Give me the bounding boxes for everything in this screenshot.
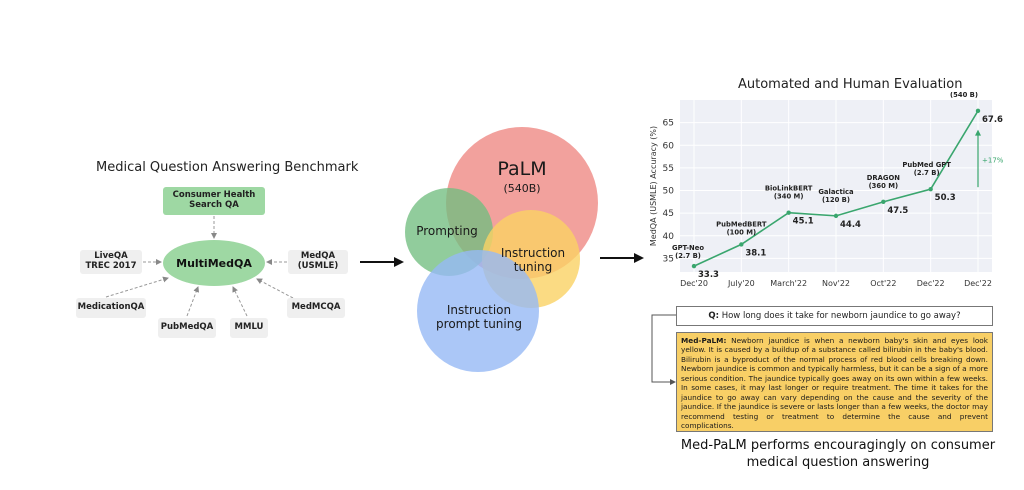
y-tick-label: 65	[663, 119, 674, 129]
answer-text: Newborn jaundice is when a newborn baby'…	[681, 336, 988, 431]
model-name-label: PubMedBERT	[716, 220, 767, 228]
model-name-label: GPT-Neo	[672, 244, 704, 252]
x-tick-label: March'22	[770, 279, 807, 288]
y-tick-label: 60	[663, 141, 675, 151]
benchmark-connectors	[105, 216, 294, 317]
mmlu-box: MMLU	[230, 318, 268, 338]
x-tick-label: Nov'22	[822, 279, 850, 288]
connector-medmcqa	[256, 278, 294, 299]
data-point	[928, 186, 933, 192]
model-name-label: Galactica	[818, 188, 854, 196]
model-size-label: (2.7 B)	[914, 169, 940, 177]
model-size-label: (540 B)	[950, 92, 978, 99]
model-size-label: (2.7 B)	[675, 252, 701, 260]
data-point	[786, 210, 791, 215]
instruction-tuning-label: Instruction tuning	[500, 246, 566, 275]
x-tick-label: Dec'20	[680, 279, 708, 288]
x-tick-label: July'20	[727, 279, 755, 288]
model-size-label: (340 M)	[774, 193, 804, 201]
data-value-label: 50.3	[935, 193, 956, 203]
y-tick-label: 50	[663, 187, 675, 197]
model-name-label: PubMed GPT	[902, 161, 951, 169]
data-value-label: 33.3	[698, 270, 719, 280]
question-flow-arrow	[651, 314, 676, 385]
y-tick-label: 45	[663, 209, 674, 219]
prompt-tuning-label: Instruction prompt tuning	[436, 303, 522, 332]
answer-label: Med-PaLM:	[681, 336, 727, 345]
pubmedqa-box: PubMedQA	[158, 318, 216, 338]
data-value-label: 47.5	[887, 206, 908, 216]
model-name-label: BioLinkBERT	[765, 185, 813, 193]
model-size-label: (360 M)	[869, 182, 899, 190]
x-tick-label: Dec'22	[917, 279, 945, 288]
data-value-label: 38.1	[745, 248, 766, 258]
y-tick-label: 40	[663, 232, 675, 242]
data-point	[691, 263, 697, 269]
question-box: Q: How long does it take for newborn jau…	[676, 306, 993, 326]
data-value-label: 44.4	[840, 220, 861, 230]
consumer-health-box: Consumer Health Search QA	[163, 187, 265, 215]
liveqa-box: LiveQA TREC 2017	[80, 250, 142, 274]
data-value-label: 67.6	[982, 115, 1003, 125]
gain-arrow-head	[975, 129, 981, 136]
model-size-label: (100 M)	[727, 228, 757, 236]
palm-label: PaLM	[497, 158, 547, 180]
benchmark-title: Medical Question Answering Benchmark	[96, 160, 359, 175]
palm-size-label: (540B)	[503, 182, 541, 195]
arrow-to-evaluation	[600, 253, 644, 263]
evaluation-caption: Med-PaLM performs encouragingly on consu…	[680, 438, 996, 470]
x-tick-label: Dec'22	[964, 279, 992, 288]
answer-box: Med-PaLM: Newborn jaundice is when a new…	[676, 332, 993, 432]
data-point	[833, 213, 839, 219]
question-label: Q:	[708, 311, 720, 321]
connector-pubmedqa	[186, 286, 200, 317]
data-value-label: 45.1	[793, 217, 814, 227]
question-text: How long does it take for newborn jaundi…	[721, 311, 961, 321]
medmcqa-box: MedMCQA	[287, 298, 345, 318]
x-tick-label: Oct'22	[870, 279, 896, 288]
model-size-label: (120 B)	[822, 196, 850, 204]
medqa-box: MedQA (USMLE)	[288, 250, 348, 274]
y-tick-label: 35	[663, 254, 674, 264]
prompt-tuning-circle	[417, 250, 539, 372]
data-point	[975, 108, 981, 114]
y-tick-label: 55	[663, 164, 674, 174]
model-name-label: DRAGON	[867, 174, 900, 182]
gain-label: +17%	[982, 156, 1004, 164]
connector-medicationqa	[105, 276, 169, 298]
prompting-label: Prompting	[416, 224, 478, 238]
arrow-to-venn	[360, 257, 404, 267]
multimedqa-hub: MultiMedQA	[163, 240, 265, 286]
evaluation-title: Automated and Human Evaluation	[738, 77, 963, 92]
medicationqa-box: MedicationQA	[76, 298, 146, 318]
y-axis-label: MedQA (USMLE) Accuracy (%)	[649, 126, 658, 246]
data-point	[739, 242, 744, 247]
connector-mmlu	[232, 286, 248, 317]
data-point	[881, 199, 886, 205]
